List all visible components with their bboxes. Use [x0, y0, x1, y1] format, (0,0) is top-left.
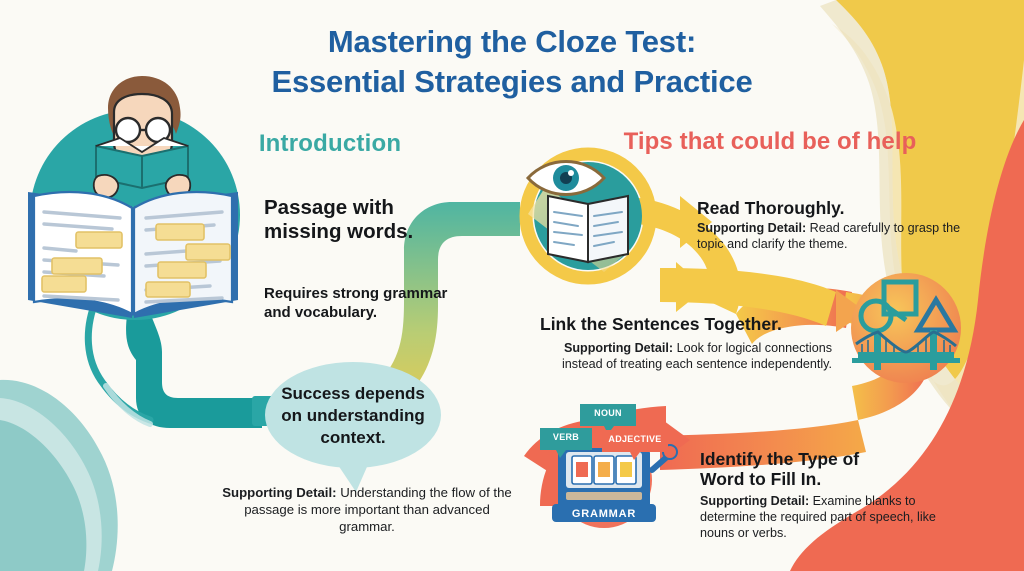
ribbon-teal-to-yellow: [300, 202, 520, 440]
tag-verb-label: VERB: [552, 432, 580, 442]
intro-supporting-detail: Supporting Detail: Understanding the flo…: [222, 485, 512, 536]
slot-icon-base: [552, 504, 656, 522]
tip-3-detail-text: Examine blanks to determine the required…: [700, 494, 936, 540]
open-book-blanks: [41, 223, 231, 298]
eye-icon-highlight: [568, 170, 574, 176]
eye-icon-ring: [519, 147, 657, 285]
intro-point-secondary-line2: and vocabulary.: [264, 303, 378, 321]
ribbon-yellow-mid: [660, 268, 836, 326]
tip-1-detail-text: Read carefully to grasp the topic and cl…: [697, 221, 961, 251]
intro-point-main: Passage with missing words.: [264, 196, 514, 244]
bridge-icon-link: [884, 303, 908, 323]
bridge-icon-structure: [852, 330, 960, 370]
tip-1-supporting-detail: Supporting Detail: Read carefully to gra…: [697, 221, 965, 253]
ribbon-arrow-1: [680, 196, 712, 248]
ribbon-coral-lower: [660, 420, 866, 470]
intro-point-secondary-line1: Requires strong grammar: [264, 285, 448, 302]
ribbon-arrow-3: [836, 290, 866, 332]
speech-bubble-tail: [336, 460, 370, 492]
intro-supporting-detail-text: Understanding the flow of the passage is…: [244, 485, 512, 534]
slot-symbol-2: [598, 462, 610, 477]
intro-point-main-line1: Passage with: [264, 196, 394, 219]
intro-point-main-line2: missing words.: [264, 220, 414, 244]
tag-noun-label: NOUN: [594, 408, 622, 418]
tip-3-detail-label: Supporting Detail:: [700, 494, 810, 508]
tip-3-supporting-detail: Supporting Detail: Examine blanks to det…: [700, 494, 962, 542]
tip-3-title-line1: Identify the Type of: [700, 449, 860, 469]
slot-symbol-1: [576, 462, 588, 477]
tag-adjective-shape: [602, 430, 668, 460]
ribbon-arrow-2: [676, 262, 706, 312]
page-title-line1: Mastering the Cloze Test:: [327, 24, 697, 59]
tip-1-title: Read Thoroughly.: [697, 198, 845, 218]
ribbon-teal-thin-shadow: [103, 383, 153, 427]
tip-2-detail-label: Supporting Detail:: [563, 341, 674, 355]
section-heading-introduction: Introduction: [258, 130, 402, 157]
tip-2-supporting-detail: Supporting Detail: Look for logical conn…: [552, 341, 832, 373]
tag-verb-shape: [540, 428, 592, 458]
tip-3-title-line2: Word to Fill In.: [700, 469, 822, 490]
eye-icon-book-lines: [553, 211, 623, 247]
speech-bubble-text: Success depends on understanding context…: [258, 383, 448, 449]
page-title-line2: Essential Strategies and Practice: [271, 64, 753, 100]
tag-adjective-label: ADJECTIVE: [608, 434, 662, 444]
corner-blob-bottom-left-core: [0, 420, 87, 571]
reader-held-book-pages: [95, 137, 189, 154]
tip-2-title: Link the Sentences Together.: [540, 314, 782, 334]
intro-supporting-detail-label: Supporting Detail:: [222, 485, 337, 500]
corner-blob-bottom-right: [790, 120, 1024, 571]
intro-point-secondary: Requires strong grammar and vocabulary.: [264, 285, 514, 323]
page-title: Mastering the Cloze Test: Essential Stra…: [0, 22, 1024, 103]
speech-bubble-body: [265, 362, 441, 468]
tag-noun-shape: [580, 404, 636, 434]
speech-bubble-line1: Success depends: [281, 384, 425, 403]
speech-bubble-line2: on understanding: [281, 406, 425, 426]
section-heading-tips: Tips that could be of help: [623, 128, 917, 155]
slot-icon-tray: [566, 492, 642, 500]
tip-3-title: Identify the Type of Word to Fill In.: [700, 449, 950, 490]
reader-hand-left: [92, 174, 120, 199]
ribbon-teal-left: [126, 295, 263, 428]
slot-base-label: GRAMMAR: [571, 508, 637, 520]
speech-bubble-line3: context.: [320, 428, 386, 448]
slot-symbol-3: [620, 462, 632, 477]
tip-1-detail-label: Supporting Detail:: [697, 221, 807, 235]
tip-2-detail-text: Look for logical connections instead of …: [561, 341, 832, 371]
